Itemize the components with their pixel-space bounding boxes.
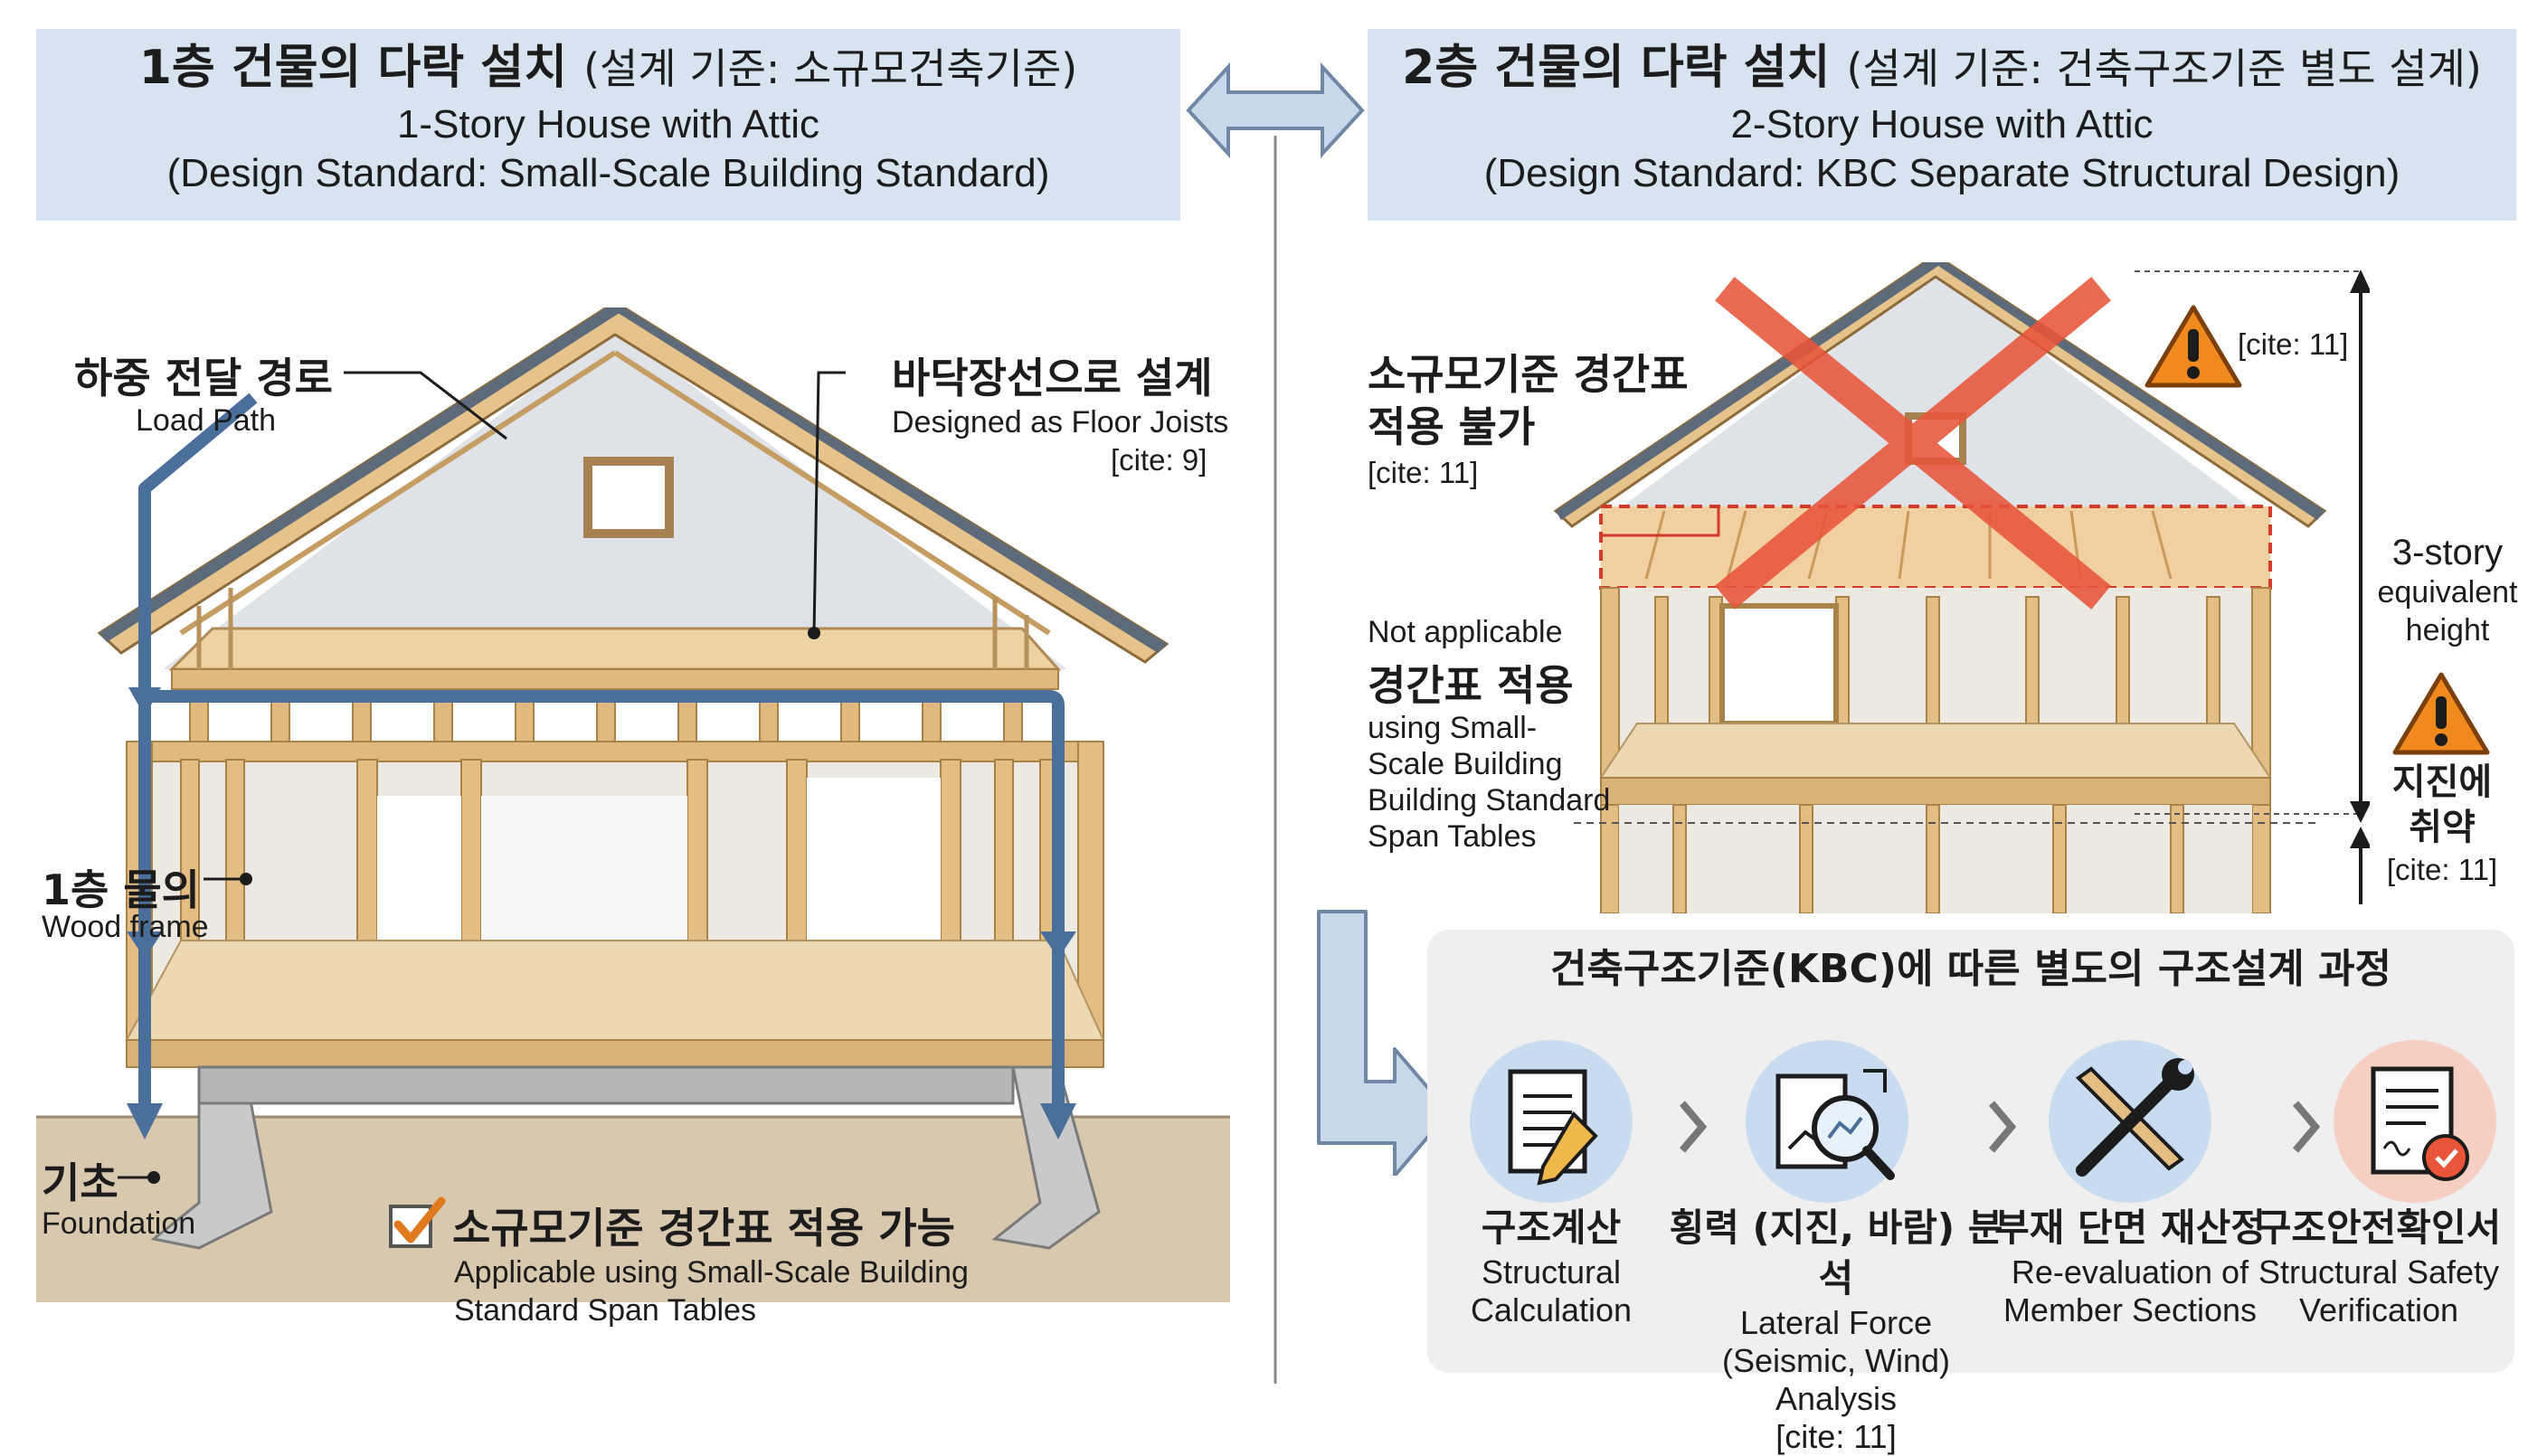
applicable-label-en-1: Applicable using Small-Scale Building	[454, 1255, 969, 1290]
height-label: 3-story equivalent height	[2366, 532, 2529, 649]
load-path-label: 하중 전달 경로	[74, 354, 333, 402]
process-title: 건축구조기준(KBC)에 따른 별도의 구조설계 과정	[1549, 946, 2392, 992]
step-safety-verification: 구조안전확인서 Structural Safety Verification	[2256, 1205, 2502, 1328]
load-path-label-en: Load Path	[136, 403, 277, 438]
flow-arrow-icon	[1317, 910, 1451, 1176]
wood-frame-label: 1층 물의	[42, 865, 200, 914]
not-applicable-en-3: Scale Building	[1368, 747, 1563, 781]
left-subtitle-2: (Design Standard: Small-Scale Building S…	[166, 151, 1050, 195]
checkbox-check-icon	[389, 1196, 446, 1248]
step-member-re-evaluation: 부재 단면 재산정 Re-evaluation of Member Sectio…	[1994, 1205, 2266, 1328]
applicable-label: 소규모기준 경간표 적용 가능	[452, 1204, 955, 1253]
center-divider	[1186, 61, 1365, 1384]
right-subtitle-2: (Design Standard: KBC Separate Structura…	[1483, 151, 2400, 195]
earthquake-warning-icon	[2392, 672, 2490, 755]
step-lateral-force-analysis: 횡력 (지진, 바람) 분석 Lateral Force (Seismic, W…	[1669, 1205, 2003, 1455]
right-header: 2층 건물의 다락 설치 (설계 기준: 건축구조기준 별도 설계) 2-Sto…	[1368, 29, 2516, 221]
not-applicable-ko-3: 경간표 적용	[1368, 661, 1574, 710]
right-title: 2층 건물의 다락 설치 (설계 기준: 건축구조기준 별도 설계)	[1402, 41, 2482, 95]
not-applicable-label-1: 소규모기준 경간표	[1368, 350, 1689, 399]
right-subtitle-1: 2-Story House with Attic	[1730, 102, 2154, 147]
not-applicable-en-5: Span Tables	[1368, 819, 1537, 854]
not-applicable-en-2: using Small-	[1368, 711, 1538, 745]
chevron-right-icon	[1988, 1101, 2017, 1153]
warning-triangle-icon	[2145, 305, 2242, 388]
process-icons	[1470, 1040, 2496, 1203]
warning-cite-top: [cite: 11]	[2238, 327, 2349, 361]
floor-joist-label-en: Designed as Floor Joists	[892, 405, 1229, 440]
quake-cite: [cite: 11]	[2386, 853, 2498, 886]
floor-joist-cite: [cite: 9]	[1111, 443, 1207, 477]
quake-label-1: 지진에	[2391, 761, 2493, 803]
foundation-label-en: Foundation	[42, 1206, 196, 1241]
certificate-icon	[2334, 1040, 2496, 1203]
one-story-house-illustration	[36, 307, 1230, 1302]
chevron-right-icon	[1679, 1101, 1708, 1153]
quake-label-2: 취약	[2409, 807, 2476, 848]
not-applicable-en-4: Building Standard	[1368, 783, 1611, 818]
not-applicable-en-1: Not applicable	[1368, 615, 1563, 649]
chevron-right-icon	[2292, 1101, 2321, 1153]
applicable-label-en-2: Standard Span Tables	[454, 1293, 756, 1328]
foundation-label: 기초	[42, 1158, 118, 1207]
left-header: 1층 건물의 다락 설치 (설계 기준: 소규모건축기준) 1-Story Ho…	[36, 29, 1180, 221]
height-dimension	[2135, 269, 2370, 904]
left-subtitle-1: 1-Story House with Attic	[396, 102, 820, 147]
height-label-1: 3-story	[2391, 533, 2504, 572]
not-applicable-label-2: 적용 불가	[1368, 402, 1536, 451]
step-structural-calculation: 구조계산 Structural Calculation	[1470, 1205, 1633, 1328]
wood-frame-label-en: Wood frame	[42, 910, 209, 944]
document-pencil-icon	[1470, 1040, 1633, 1203]
floor-joist-label: 바닥장선으로 설계	[892, 354, 1213, 402]
two-story-house-illustration	[1553, 262, 2327, 913]
wrench-beam-icon	[2049, 1040, 2211, 1203]
height-label-2: equivalent	[2377, 575, 2518, 610]
quake-label: 지진에 취약 [cite: 11]	[2370, 760, 2514, 890]
double-arrow-icon	[1186, 61, 1365, 159]
chart-magnifier-icon	[1746, 1040, 1908, 1203]
not-applicable-cite: [cite: 11]	[1368, 456, 1479, 489]
left-title: 1층 건물의 다락 설치 (설계 기준: 소규모건축기준)	[138, 41, 1078, 95]
height-label-3: height	[2405, 613, 2490, 648]
